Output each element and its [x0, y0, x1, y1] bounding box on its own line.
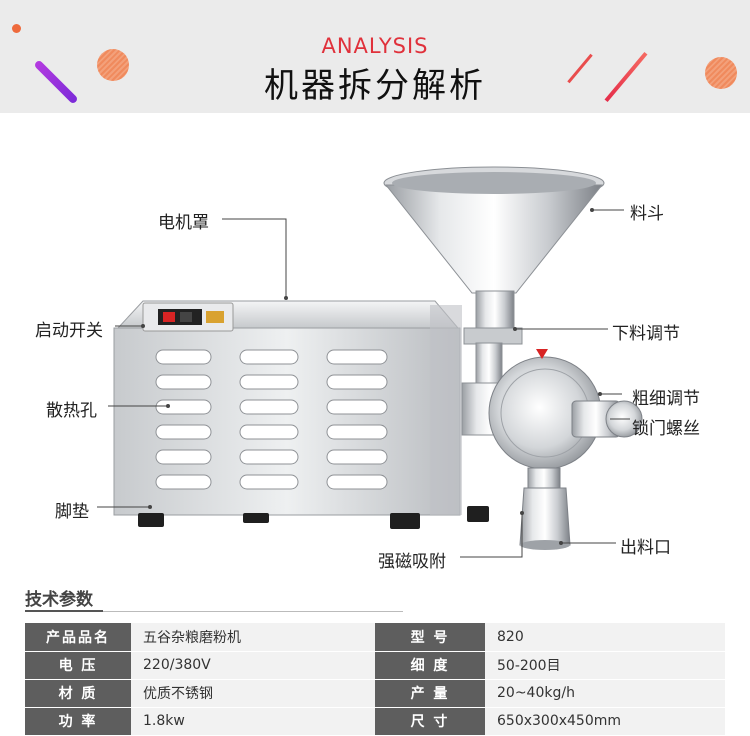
spec-key: 型 号	[375, 623, 485, 652]
label-motor-cover: 电机罩	[158, 213, 209, 233]
spec-key: 功 率	[25, 707, 131, 736]
spec-value: 优质不锈钢	[131, 679, 375, 708]
callout-dots	[141, 208, 602, 545]
hopper	[383, 166, 605, 404]
spec-key: 材 质	[25, 679, 131, 708]
callout-lines	[97, 209, 630, 558]
label-start-switch: 启动开关	[35, 321, 103, 341]
spec-value: 650x300x450mm	[485, 707, 725, 736]
spec-value: 五谷杂粮磨粉机	[131, 623, 375, 652]
spec-value: 1.8kw	[131, 707, 375, 736]
spec-divider-accent	[25, 610, 103, 612]
header-title: 机器拆分解析	[264, 66, 486, 106]
grinding-head	[461, 349, 643, 550]
label-outlet: 出料口	[620, 538, 671, 558]
table-row: 功 率 1.8kw 尺 寸 650x300x450mm	[25, 707, 725, 736]
label-lock-screw: 锁门螺丝	[632, 419, 700, 439]
decor-circle	[97, 49, 129, 81]
machine-illustration	[97, 166, 643, 558]
spec-key: 细 度	[375, 651, 485, 680]
spec-key: 产 量	[375, 679, 485, 708]
table-row: 材 质 优质不锈钢 产 量 20~40kg/h	[25, 679, 725, 708]
spec-value: 820	[485, 623, 725, 652]
spec-key: 尺 寸	[375, 707, 485, 736]
foot-pads	[138, 506, 489, 529]
header-banner: ANALYSIS 机器拆分解析	[0, 0, 750, 113]
spec-value: 220/380V	[131, 651, 375, 680]
decor-circle	[705, 57, 737, 89]
label-magnet: 强磁吸附	[378, 552, 446, 572]
decor-dot	[12, 24, 21, 33]
spec-table: 产品品名 五谷杂粮磨粉机 型 号 820 电 压 220/380V 细 度 50…	[25, 623, 725, 736]
spec-value: 50-200目	[485, 651, 725, 680]
label-heat-holes: 散热孔	[46, 401, 97, 421]
spec-divider	[25, 611, 403, 612]
table-row: 产品品名 五谷杂粮磨粉机 型 号 820	[25, 623, 725, 652]
label-foot-pad: 脚垫	[55, 502, 89, 522]
table-row: 电 压 220/380V 细 度 50-200目	[25, 651, 725, 680]
spec-section-title: 技术参数	[25, 590, 93, 610]
label-feed-adjust: 下料调节	[612, 324, 680, 344]
spec-key: 电 压	[25, 651, 131, 680]
header-subtitle: ANALYSIS	[321, 34, 429, 58]
label-coarse-fine-adjust: 粗细调节	[632, 389, 700, 409]
spec-key: 产品品名	[25, 623, 131, 652]
vent-slots	[155, 349, 388, 490]
spec-value: 20~40kg/h	[485, 679, 725, 708]
machine-diagram: 电机罩 启动开关 散热孔 脚垫 料斗 下料调节 粗细调节 锁门螺丝 出料口 强磁…	[0, 113, 750, 578]
label-hopper: 料斗	[630, 204, 664, 224]
